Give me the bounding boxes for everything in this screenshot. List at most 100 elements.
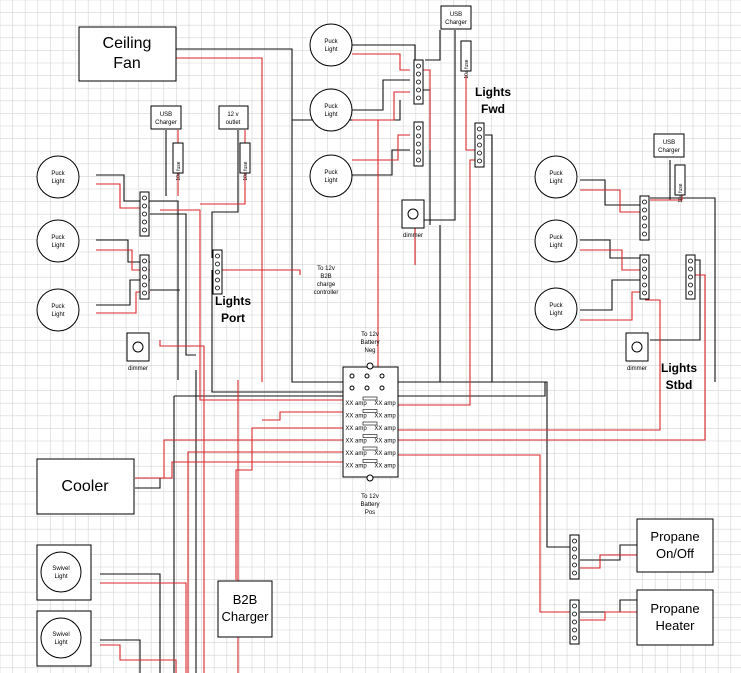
swivel-light-1-lens bbox=[40, 551, 82, 593]
battery-neg-label: To 12v bbox=[361, 332, 379, 338]
terminal-stbd-3-terminal bbox=[688, 282, 693, 288]
terminal-stbd-1-terminal bbox=[642, 231, 647, 237]
puck-light-port-2-label: Light bbox=[51, 243, 64, 249]
blade-fuse bbox=[362, 396, 378, 401]
terminal-port-1-terminal bbox=[142, 195, 147, 201]
b2b-controller-note: B2B bbox=[320, 274, 331, 280]
bus-terminal bbox=[364, 385, 370, 391]
terminal-fwd-2-terminal bbox=[416, 149, 421, 155]
terminal-propane-2-terminal bbox=[572, 611, 577, 617]
blade-fuse bbox=[362, 434, 378, 438]
terminal-port-3-terminal bbox=[215, 277, 220, 283]
usb-charger-fwd-label: USB bbox=[450, 12, 462, 18]
b2b-charger-box bbox=[217, 580, 273, 638]
battery-pos-label: Battery bbox=[360, 502, 379, 508]
positive-wires bbox=[96, 53, 706, 673]
propane-heater-box bbox=[636, 589, 714, 646]
b2b-charger-label: B2B bbox=[233, 592, 258, 607]
dimmer-port-label: dimmer bbox=[128, 366, 148, 372]
puck-light-port-2-label: Puck bbox=[51, 235, 65, 241]
battery-neg-label: Neg bbox=[364, 348, 375, 354]
terminal-fwd-1-terminal bbox=[416, 95, 421, 101]
terminal-fwd-3-terminal bbox=[477, 150, 482, 156]
lights-port-label: Port bbox=[221, 311, 245, 325]
fuse-amp-label-right: XX amp bbox=[374, 439, 396, 445]
terminal-stbd-2-terminal bbox=[642, 258, 647, 264]
b2b-charger-label: Charger bbox=[222, 609, 270, 624]
puck-light-stbd-1 bbox=[534, 155, 578, 199]
terminal-fwd-2-terminal bbox=[416, 133, 421, 139]
propane-onoff-label: Propane bbox=[650, 529, 699, 544]
terminal-propane-1-terminal bbox=[572, 562, 577, 568]
puck-light-port-1-label: Light bbox=[51, 179, 64, 185]
b2b-controller-note: charge bbox=[317, 282, 336, 288]
terminal-propane-2-terminal bbox=[572, 603, 577, 609]
usb-charger-fwd bbox=[440, 5, 472, 30]
fuse-amp-label-left: XX amp bbox=[345, 451, 367, 457]
fuse-amp-label-right: XX amp bbox=[374, 401, 396, 407]
fuse-usb-port-label: 10a fuse bbox=[176, 161, 182, 180]
terminal-stbd-3-terminal bbox=[688, 266, 693, 272]
swivel-light-1-label: Swivel bbox=[52, 566, 69, 572]
cooler-label: Cooler bbox=[61, 478, 109, 495]
terminal-fwd-1-terminal bbox=[416, 63, 421, 69]
ceiling-fan-label: Fan bbox=[113, 55, 141, 72]
battery-neg-label: Battery bbox=[360, 340, 379, 346]
dimmer-stbd-label: dimmer bbox=[627, 366, 647, 372]
terminal-fwd-1-terminal bbox=[416, 87, 421, 93]
fuse-amp-label-right: XX amp bbox=[374, 426, 396, 432]
terminal-propane-2-terminal bbox=[572, 635, 577, 641]
puck-light-port-3 bbox=[36, 288, 80, 332]
propane-onoff-label: On/Off bbox=[656, 546, 694, 561]
usb-charger-stbd bbox=[653, 133, 685, 158]
terminal-port-3-terminal bbox=[215, 285, 220, 291]
propane-heater-label: Heater bbox=[655, 618, 695, 633]
terminal-port-1-terminal bbox=[142, 203, 147, 209]
usb-charger-stbd-label: USB bbox=[663, 140, 675, 146]
outlet-12v-label: 12 v bbox=[227, 112, 238, 118]
components bbox=[36, 5, 714, 667]
bus-terminal bbox=[379, 373, 385, 379]
propane-onoff-box bbox=[636, 518, 714, 573]
lights-port-label: Lights bbox=[215, 294, 251, 308]
terminal-port-1-terminal bbox=[142, 227, 147, 233]
terminal-propane-1-terminal bbox=[572, 546, 577, 552]
fuse-outlet-port-label: 10a fuse bbox=[243, 161, 249, 180]
puck-light-port-1-label: Puck bbox=[51, 171, 65, 177]
terminal-port-2-terminal bbox=[142, 266, 147, 272]
puck-light-fwd-2 bbox=[309, 88, 353, 132]
outlet-12v bbox=[218, 105, 249, 130]
terminal-fwd-3-terminal bbox=[477, 126, 482, 132]
terminal-port-1-terminal bbox=[142, 219, 147, 225]
puck-light-fwd-3-label: Light bbox=[324, 178, 337, 184]
terminal-propane-1-terminal bbox=[572, 538, 577, 544]
terminal-stbd-3-terminal bbox=[688, 258, 693, 264]
terminal-stbd-1-terminal bbox=[642, 223, 647, 229]
fuse-amp-label-left: XX amp bbox=[345, 464, 367, 470]
usb-charger-port-label: USB bbox=[160, 112, 172, 118]
terminal-port-2-terminal bbox=[142, 274, 147, 280]
blade-fuse bbox=[362, 459, 378, 463]
puck-light-port-2 bbox=[36, 219, 80, 263]
dimmer-port-knob bbox=[132, 341, 144, 353]
terminal-propane-1-terminal bbox=[572, 570, 577, 576]
puck-light-port-3-label: Light bbox=[51, 312, 64, 318]
puck-light-fwd-3-label: Puck bbox=[324, 170, 338, 176]
terminal-fwd-2-terminal bbox=[416, 141, 421, 147]
outlet-12v-label: outlet bbox=[226, 120, 241, 126]
usb-charger-port bbox=[150, 105, 182, 130]
dimmer-stbd-knob bbox=[631, 341, 643, 353]
puck-light-stbd-2-label: Light bbox=[549, 243, 562, 249]
terminal-fwd-3-terminal bbox=[477, 142, 482, 148]
fuse-amp-label-right: XX amp bbox=[374, 451, 396, 457]
terminal-fwd-1-terminal bbox=[416, 79, 421, 85]
ceiling-fan-box bbox=[78, 26, 177, 82]
bus-terminal bbox=[349, 373, 355, 379]
terminal-fwd-1-terminal bbox=[416, 71, 421, 77]
b2b-controller-note: controller bbox=[314, 290, 339, 296]
puck-light-stbd-1-label: Light bbox=[549, 179, 562, 185]
terminal-stbd-2-terminal bbox=[642, 290, 647, 296]
puck-light-stbd-2 bbox=[534, 219, 578, 263]
blade-fuse bbox=[362, 446, 378, 451]
